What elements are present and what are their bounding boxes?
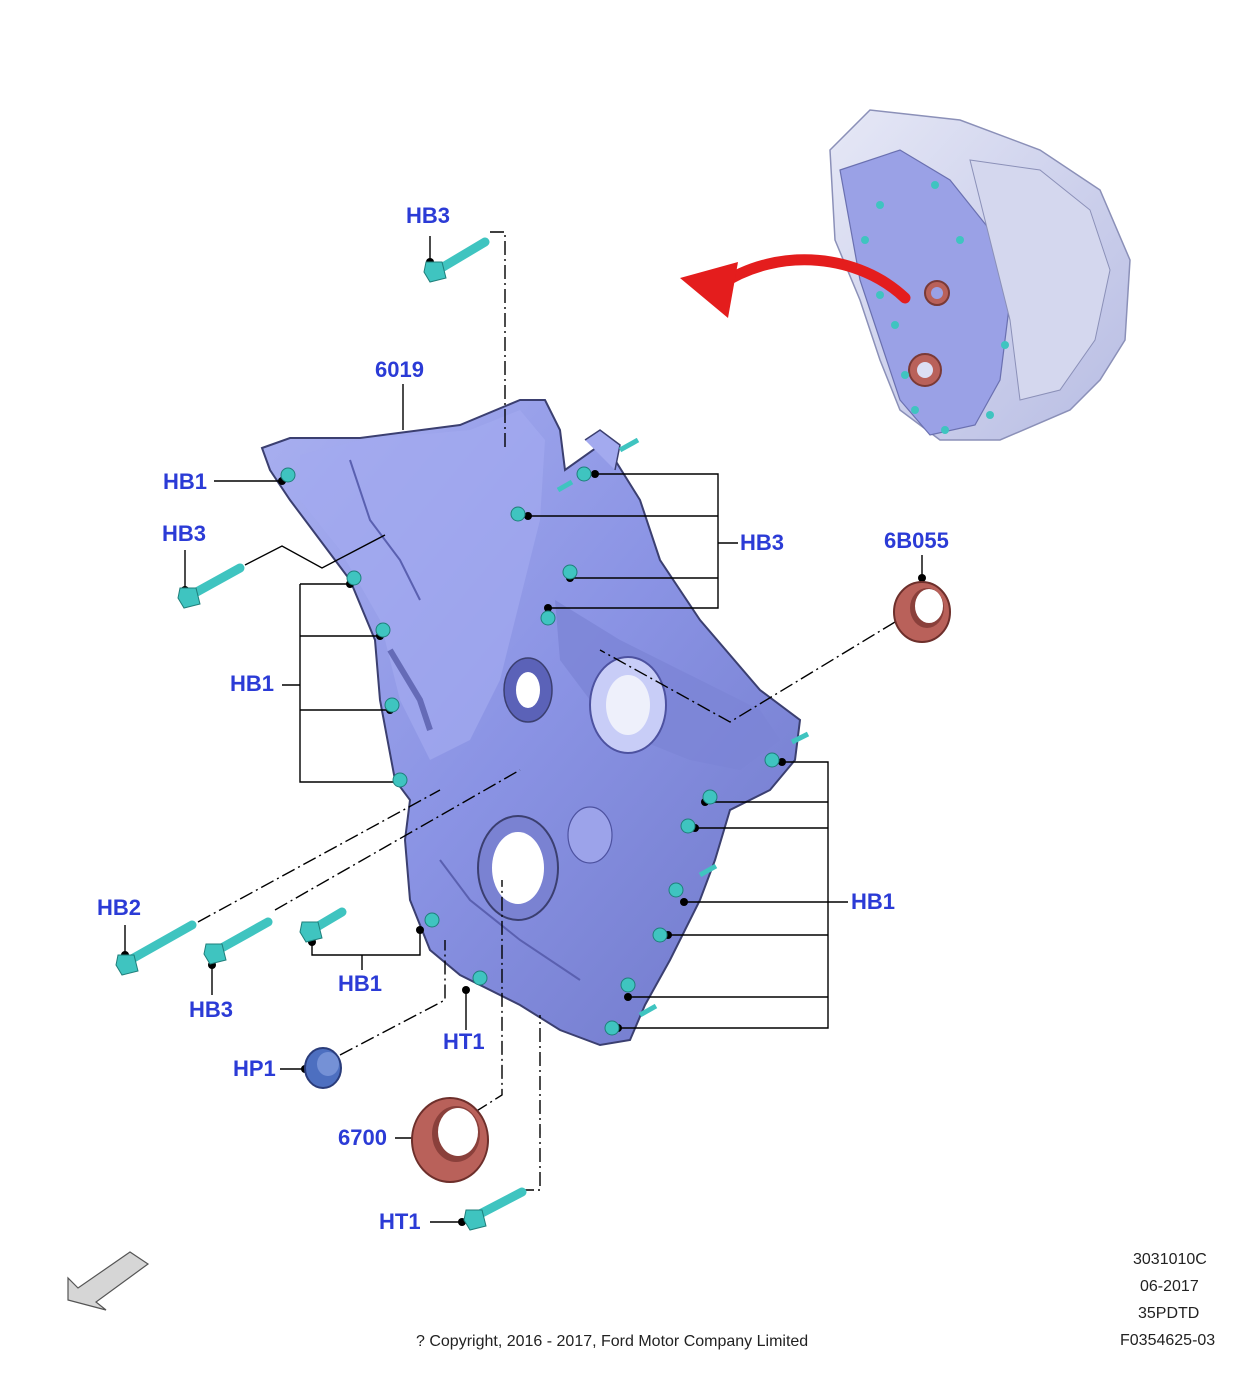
seal-6b055	[893, 581, 951, 643]
direction-arrow	[680, 254, 911, 318]
timing-cover	[260, 399, 802, 1047]
callout-hb2: HB2	[97, 895, 142, 920]
view-direction-arrow-icon	[67, 1251, 150, 1311]
callout-6019: 6019	[375, 357, 424, 382]
seal-6700	[411, 1097, 489, 1183]
callout-ht1-bottom: HT1	[379, 1209, 421, 1234]
bolt-hb3-left	[177, 563, 245, 609]
callout-hb3-top: HB3	[406, 203, 451, 228]
callout-hp1: HP1	[233, 1056, 276, 1081]
callout-hb3-bottom: HB3	[189, 997, 234, 1022]
engine-code: 35PDTD	[1138, 1305, 1200, 1322]
callout-6b055: 6B055	[884, 528, 949, 553]
callout-ht1-mid: HT1	[443, 1029, 485, 1054]
engine-inset	[829, 109, 1131, 441]
bolt-hb2	[115, 920, 197, 976]
figure-id: F0354625-03	[1120, 1332, 1216, 1349]
callout-hb1-bottom: HB1	[338, 971, 383, 996]
leader-lines	[124, 231, 923, 1223]
bolt-ht1-bottom	[463, 1187, 527, 1231]
callout-hb3-right-group: HB3	[740, 530, 785, 555]
plug-hp1	[304, 1047, 342, 1089]
figure-code: 3031010C	[1133, 1251, 1207, 1268]
mounted-bolts	[280, 437, 810, 1036]
bolt-hb3-top	[423, 237, 490, 283]
bolt-hb3-bottom	[203, 917, 273, 965]
bolt-hb1-bottom	[299, 907, 347, 943]
callout-hb1-upper: HB1	[163, 469, 208, 494]
callout-6700: 6700	[338, 1125, 387, 1150]
callout-hb1-right-group: HB1	[851, 889, 896, 914]
callout-hb1-left-group: HB1	[230, 671, 275, 696]
figure-date: 06-2017	[1140, 1278, 1199, 1295]
callout-hb3-left: HB3	[162, 521, 207, 546]
copyright-notice: ? Copyright, 2016 - 2017, Ford Motor Com…	[416, 1333, 809, 1350]
